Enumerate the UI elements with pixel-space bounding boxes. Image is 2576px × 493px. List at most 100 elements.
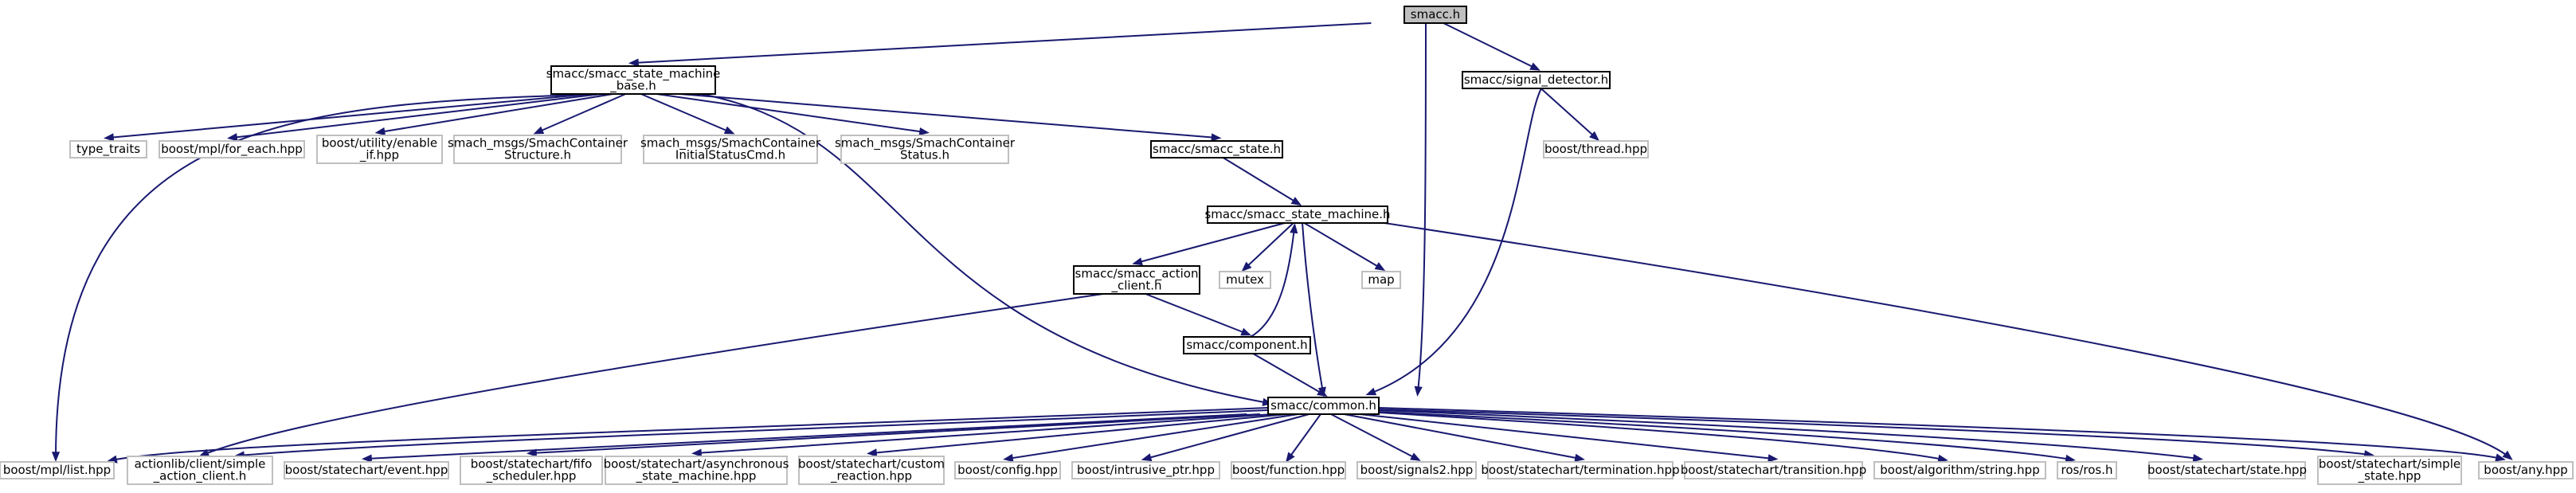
arrowhead-base-to-structure <box>533 126 545 135</box>
node-label-base-1: _base.h <box>609 79 656 94</box>
node-box-signals2 <box>1357 461 1477 479</box>
edge-common-to-scstate <box>1378 409 2199 460</box>
edge-common-to-signals2 <box>1330 413 1417 460</box>
node-component[interactable]: smacc/component.h <box>1183 336 1311 354</box>
edge-actclient-to-simpleac <box>202 293 1104 456</box>
node-box-mpllist <box>0 461 115 479</box>
edge-common-to-algstring <box>1378 412 1944 460</box>
node-transition: boost/statechart/transition.hpp <box>1681 461 1866 479</box>
node-label-intrusive-0: boost/intrusive_ptr.hpp <box>1077 463 1215 478</box>
node-label-base-0: smacc/smacc_state_machine <box>546 67 721 82</box>
node-label-status-1: Status.h <box>900 148 949 162</box>
node-typetraits: type_traits <box>69 140 147 158</box>
node-label-async-0: boost/statechart/asynchronous <box>604 457 789 471</box>
node-label-sigdet-0: smacc/signal_detector.h <box>1464 72 1608 88</box>
node-box-simplestate <box>2317 456 2462 485</box>
arrowhead-base-to-initstatus <box>723 126 735 135</box>
node-box-map <box>1361 271 1401 289</box>
node-label-thread-0: boost/thread.hpp <box>1544 142 1647 156</box>
node-label-mpllist-0: boost/mpl/list.hpp <box>3 463 111 477</box>
node-label-config-0: boost/config.hpp <box>957 463 1058 477</box>
edge-common-to-termination <box>1344 413 1581 460</box>
node-actclient[interactable]: smacc/smacc_action_client.h <box>1073 265 1200 295</box>
edge-base-to-enableif <box>379 93 613 133</box>
edge-base-to-status <box>656 93 926 133</box>
edge-common-to-event <box>366 413 1247 460</box>
edge-sigdet-to-common <box>1369 88 1542 394</box>
node-box-actclient <box>1073 265 1200 295</box>
node-label-transition-0: boost/statechart/transition.hpp <box>1681 463 1866 477</box>
arrowhead-sigdet-to-common <box>1365 387 1377 396</box>
node-box-initstatus <box>643 135 818 164</box>
node-sigdet[interactable]: smacc/signal_detector.h <box>1462 71 1611 89</box>
node-label-foreach-0: boost/mpl/for_each.hpp <box>161 142 303 157</box>
node-any: boost/any.hpp <box>2478 461 2574 479</box>
node-label-enableif-0: boost/utility/enable <box>322 136 437 151</box>
arrowhead-sm-to-mutex <box>1241 261 1252 272</box>
edge-actclient-to-component <box>1145 293 1247 335</box>
node-box-config <box>954 461 1061 479</box>
node-sm[interactable]: smacc/smacc_state_machine.h <box>1204 205 1391 224</box>
node-label-initstatus-0: smach_msgs/SmachContainer <box>640 136 821 151</box>
arrowhead-common-to-event <box>361 454 372 463</box>
node-simpleac: actionlib/client/simple_action_client.h <box>127 456 273 485</box>
node-common[interactable]: smacc/common.h <box>1267 397 1380 415</box>
arrowhead-sm-to-map <box>1374 262 1386 272</box>
node-label-custom-0: boost/statechart/custom <box>798 457 945 471</box>
node-box-mutex <box>1219 271 1271 289</box>
node-box-function <box>1231 461 1346 479</box>
node-label-termination-0: boost/statechart/termination.hpp <box>1481 463 1679 477</box>
edge-component-to-common <box>1252 353 1325 395</box>
node-label-common-0: smacc/common.h <box>1270 398 1376 413</box>
arrowhead-base-to-enableif <box>374 127 386 135</box>
node-box-typetraits <box>69 140 147 158</box>
node-label-sm-0: smacc/smacc_state_machine.h <box>1204 207 1390 222</box>
edge-common-to-config <box>1007 413 1298 460</box>
node-signals2: boost/signals2.hpp <box>1357 461 1477 479</box>
arrowhead-sm-to-any <box>2502 450 2513 460</box>
edge-base-to-common <box>700 93 1269 404</box>
node-label-function-0: boost/function.hpp <box>1232 463 1345 477</box>
node-box-component <box>1183 336 1311 354</box>
node-base[interactable]: smacc/smacc_state_machine_base.h <box>546 65 721 95</box>
arrowhead-base-to-status <box>918 127 930 136</box>
node-box-algstring <box>1873 461 2046 479</box>
edge-base-to-structure <box>537 93 626 133</box>
node-box-common <box>1267 397 1380 415</box>
node-label-structure-0: smach_msgs/SmachContainer <box>448 136 628 151</box>
node-root[interactable]: smacc.h <box>1403 6 1467 24</box>
node-box-any <box>2478 461 2574 479</box>
arrowhead-common-to-algstring <box>1937 454 1948 463</box>
edge-common-to-mpllist <box>111 407 1269 461</box>
node-box-foreach <box>159 140 305 158</box>
arrowhead-base-to-foreach <box>227 133 238 142</box>
node-label-simpleac-0: actionlib/client/simple <box>135 457 266 471</box>
edge-common-to-intrusive <box>1145 413 1310 460</box>
node-box-async <box>605 456 788 485</box>
node-mpllist: boost/mpl/list.hpp <box>0 461 115 479</box>
node-initstatus: smach_msgs/SmachContainerInitialStatusCm… <box>640 135 821 164</box>
arrowhead-state-to-sm <box>1290 197 1302 206</box>
node-state[interactable]: smacc/smacc_state.h <box>1150 140 1283 158</box>
edge-base-to-typetraits <box>108 93 592 139</box>
node-label-typetraits-0: type_traits <box>76 142 140 157</box>
edge-sigdet-to-thread <box>1540 88 1597 139</box>
node-label-root-0: smacc.h <box>1411 7 1460 22</box>
edge-common-to-async <box>695 413 1274 454</box>
node-map: map <box>1361 271 1401 289</box>
node-label-custom-1: _reaction.hpp <box>830 469 912 484</box>
node-label-fifo-1: _scheduler.hpp <box>486 469 577 484</box>
node-custom: boost/statechart/custom_reaction.hpp <box>798 456 945 485</box>
node-box-custom <box>798 456 945 485</box>
node-fifo: boost/statechart/fifo_scheduler.hpp <box>460 456 603 485</box>
node-label-simplestate-0: boost/statechart/simple <box>2319 457 2461 471</box>
edge-common-to-rosh <box>1378 411 2072 460</box>
arrowhead-common-to-fifo <box>526 448 538 457</box>
node-box-base <box>550 65 716 95</box>
node-box-rosh <box>2057 461 2117 479</box>
node-label-fifo-0: boost/statechart/fifo <box>471 457 593 471</box>
node-box-termination <box>1487 461 1674 479</box>
node-box-simpleac <box>127 456 273 485</box>
